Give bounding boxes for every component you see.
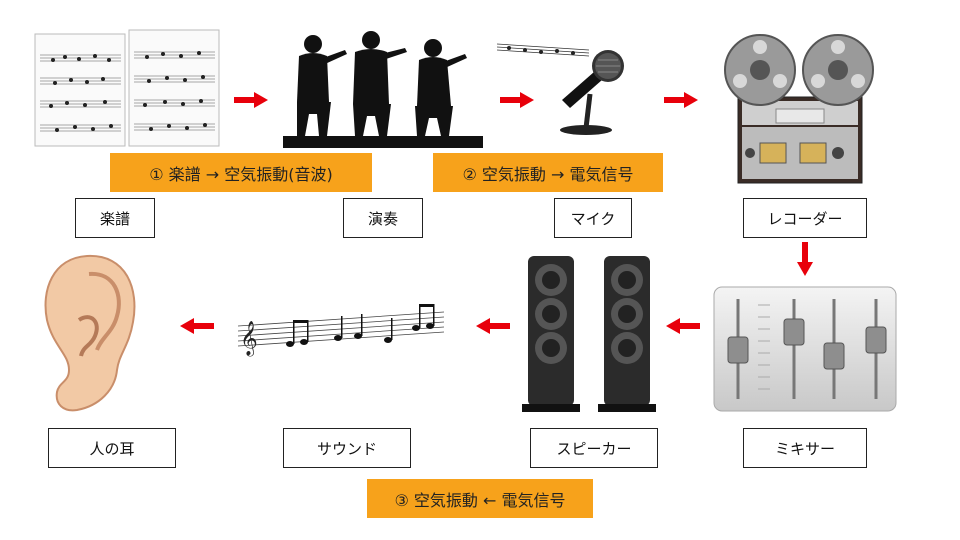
arrow-recorder-to-mixer xyxy=(797,242,813,276)
stage-1-banner: ① 楽譜 → 空気振動(音波) xyxy=(110,153,372,192)
svg-text:𝄞: 𝄞 xyxy=(240,321,258,357)
stage-2-banner: ② 空気振動 → 電気信号 xyxy=(433,153,663,192)
mixer-icon xyxy=(713,286,897,412)
arrow-mixer-to-speaker xyxy=(666,318,700,334)
music-notes-small-icon xyxy=(496,43,590,57)
speaker-pair-icon xyxy=(522,256,656,412)
label-score: 楽譜 xyxy=(75,198,155,238)
arrow-speaker-to-sound xyxy=(476,318,510,334)
ear-icon xyxy=(44,254,136,412)
music-notes-icon: 𝄞 xyxy=(237,304,445,357)
arrow-score-to-performance xyxy=(234,92,268,108)
label-sound: サウンド xyxy=(283,428,411,468)
label-speaker: スピーカー xyxy=(530,428,658,468)
label-recorder: レコーダー xyxy=(743,198,867,238)
arrow-sound-to-ear xyxy=(180,318,214,334)
arrow-mic-to-recorder xyxy=(664,92,698,108)
arrow-performance-to-mic xyxy=(500,92,534,108)
label-mixer: ミキサー xyxy=(743,428,867,468)
label-microphone: マイク xyxy=(554,198,632,238)
label-ear: 人の耳 xyxy=(48,428,176,468)
label-performance: 演奏 xyxy=(343,198,423,238)
reel-recorder-icon xyxy=(724,34,874,184)
sheet-music-icon xyxy=(34,29,220,147)
orchestra-silhouette-icon xyxy=(283,31,483,148)
stage-3-banner: ③ 空気振動 ← 電気信号 xyxy=(367,479,593,518)
microphone-icon xyxy=(560,50,624,135)
